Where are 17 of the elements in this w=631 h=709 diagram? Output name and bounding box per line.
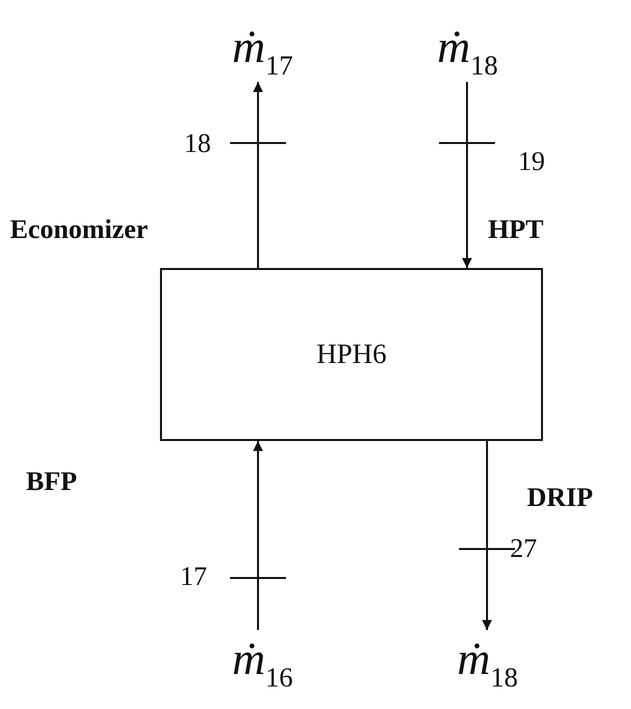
heater-box: HPH6 (160, 268, 543, 441)
mass-flow-label: ṁ$_{18}$ (440, 630, 535, 696)
stream-number: 27 (510, 535, 537, 562)
arrow (253, 82, 263, 268)
component-label: HPT (488, 216, 544, 243)
mass-flow-label: ṁ$_{16}$ (215, 630, 310, 696)
component-label: Economizer (10, 216, 148, 243)
stream-number: 19 (518, 148, 545, 175)
arrow (482, 441, 492, 630)
arrow (462, 82, 472, 268)
arrow (253, 441, 263, 630)
component-label: DRIP (527, 484, 593, 511)
stream-number: 18 (184, 130, 211, 157)
mass-flow-label: ṁ$_{18}$ (420, 20, 515, 82)
stream-number: 17 (180, 563, 207, 590)
mass-flow-label: ṁ$_{17}$ (215, 20, 310, 82)
component-label: BFP (26, 468, 77, 495)
